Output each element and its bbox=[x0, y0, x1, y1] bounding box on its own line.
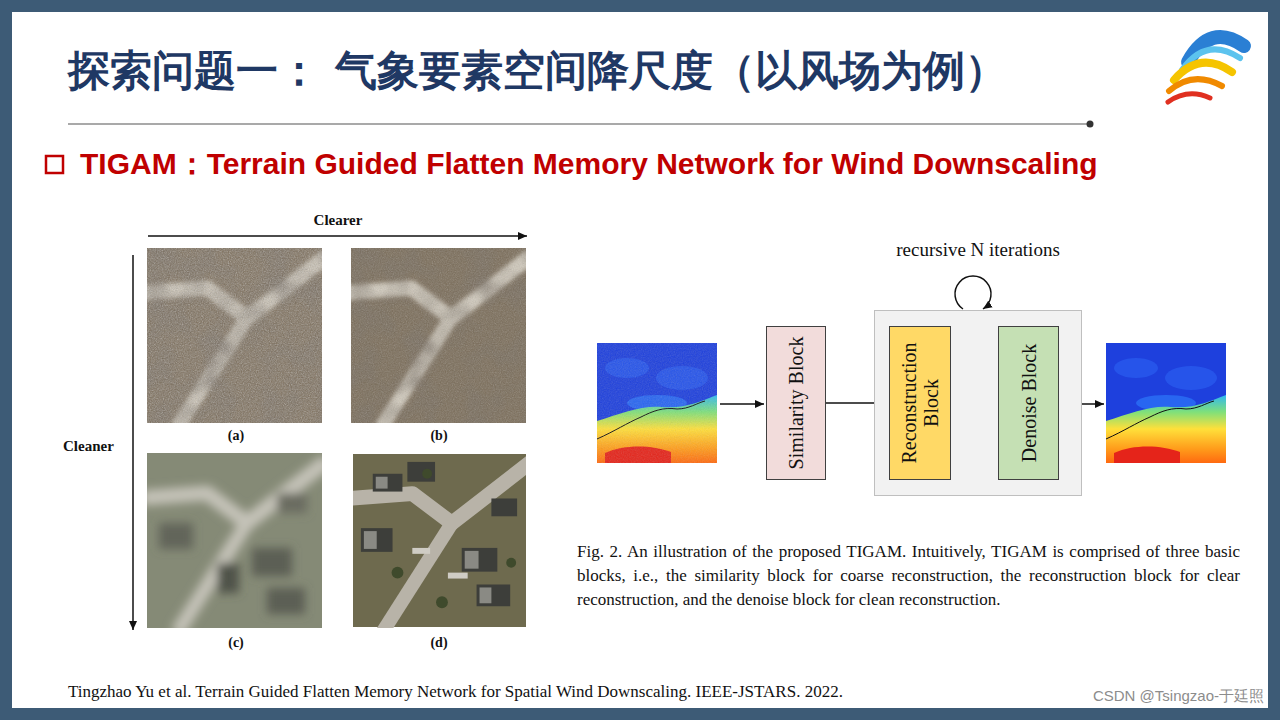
figure-part bbox=[1169, 79, 1222, 91]
figure-part bbox=[1168, 94, 1210, 102]
block-label: Reconstruction Block bbox=[898, 334, 942, 472]
cleaner-arrow bbox=[132, 255, 134, 630]
panel-label: (d) bbox=[430, 635, 447, 651]
figure-part bbox=[267, 588, 305, 614]
image-c bbox=[142, 453, 327, 633]
block-label: Denoise Block bbox=[1018, 334, 1040, 472]
title-rule bbox=[68, 123, 1088, 124]
figure-part bbox=[348, 462, 531, 632]
figure-part bbox=[364, 531, 377, 549]
similarity-block: Similarity Block bbox=[766, 326, 826, 480]
axis-label: Cleaner bbox=[63, 438, 114, 455]
image-d bbox=[348, 454, 531, 632]
figure-part bbox=[392, 567, 404, 579]
clearer-arrow bbox=[148, 235, 527, 237]
watermark: CSDN @Tsingzao-于廷照 bbox=[1093, 687, 1264, 706]
logo bbox=[1168, 37, 1244, 102]
figure-part bbox=[159, 523, 193, 549]
figure-part bbox=[361, 528, 393, 552]
denoise-block: Denoise Block bbox=[998, 326, 1059, 480]
panel-label: (c) bbox=[228, 635, 244, 651]
figure-part bbox=[351, 248, 526, 423]
figure-part bbox=[436, 596, 448, 608]
citation: Tingzhao Yu et al. Terrain Guided Flatte… bbox=[68, 682, 843, 702]
figure-part bbox=[407, 462, 435, 482]
figure-part bbox=[412, 548, 430, 554]
figure-part bbox=[462, 548, 498, 572]
slide-ground bbox=[12, 12, 1268, 708]
figure-part bbox=[142, 461, 327, 633]
input-arrow bbox=[720, 403, 764, 405]
figure-part bbox=[448, 573, 468, 579]
figure-part bbox=[376, 477, 388, 489]
figure-part bbox=[252, 548, 292, 576]
figure-part bbox=[477, 584, 511, 606]
input-noise bbox=[597, 343, 717, 463]
reconstruction-block: Reconstruction Block bbox=[889, 326, 951, 480]
input-heatmap bbox=[597, 343, 717, 463]
axis-label: Clearer bbox=[314, 212, 363, 229]
image-b bbox=[346, 248, 531, 428]
figure-part bbox=[361, 462, 517, 606]
slide-title: 探索问题一： 气象要素空间降尺度（以风场为例） bbox=[68, 46, 1007, 96]
panel-label: (b) bbox=[430, 428, 447, 444]
panel-label: (a) bbox=[228, 428, 244, 444]
figure-part bbox=[351, 248, 526, 423]
figure-part bbox=[364, 477, 492, 604]
figure-caption: Fig. 2. An illustration of the proposed … bbox=[577, 540, 1240, 612]
figure-part bbox=[147, 248, 322, 423]
figure-part bbox=[491, 498, 517, 516]
recursion-loop bbox=[955, 276, 991, 309]
figure-part bbox=[147, 248, 322, 423]
figure-part bbox=[277, 493, 307, 513]
figure-part bbox=[412, 548, 467, 579]
figure-part bbox=[217, 563, 239, 593]
figure-part bbox=[480, 587, 492, 603]
rule-dot bbox=[1087, 121, 1094, 128]
image-a bbox=[142, 248, 327, 428]
figure-part bbox=[422, 469, 432, 479]
figure-part bbox=[142, 461, 327, 633]
recursion-group: recursive N iterationsReconstruction Blo… bbox=[874, 310, 1082, 496]
figure-part bbox=[351, 248, 526, 423]
output-heatmap bbox=[1106, 343, 1226, 463]
block-label: Similarity Block bbox=[785, 334, 807, 472]
bullet-square bbox=[46, 156, 63, 173]
figure-part bbox=[465, 551, 479, 569]
figure-part bbox=[506, 558, 516, 568]
figure-part bbox=[147, 248, 322, 423]
subtitle: TIGAM：Terrain Guided Flatten Memory Netw… bbox=[80, 146, 1098, 182]
figure-part bbox=[373, 474, 403, 492]
group-heading: recursive N iterations bbox=[896, 239, 1060, 262]
figure-part bbox=[392, 469, 517, 608]
